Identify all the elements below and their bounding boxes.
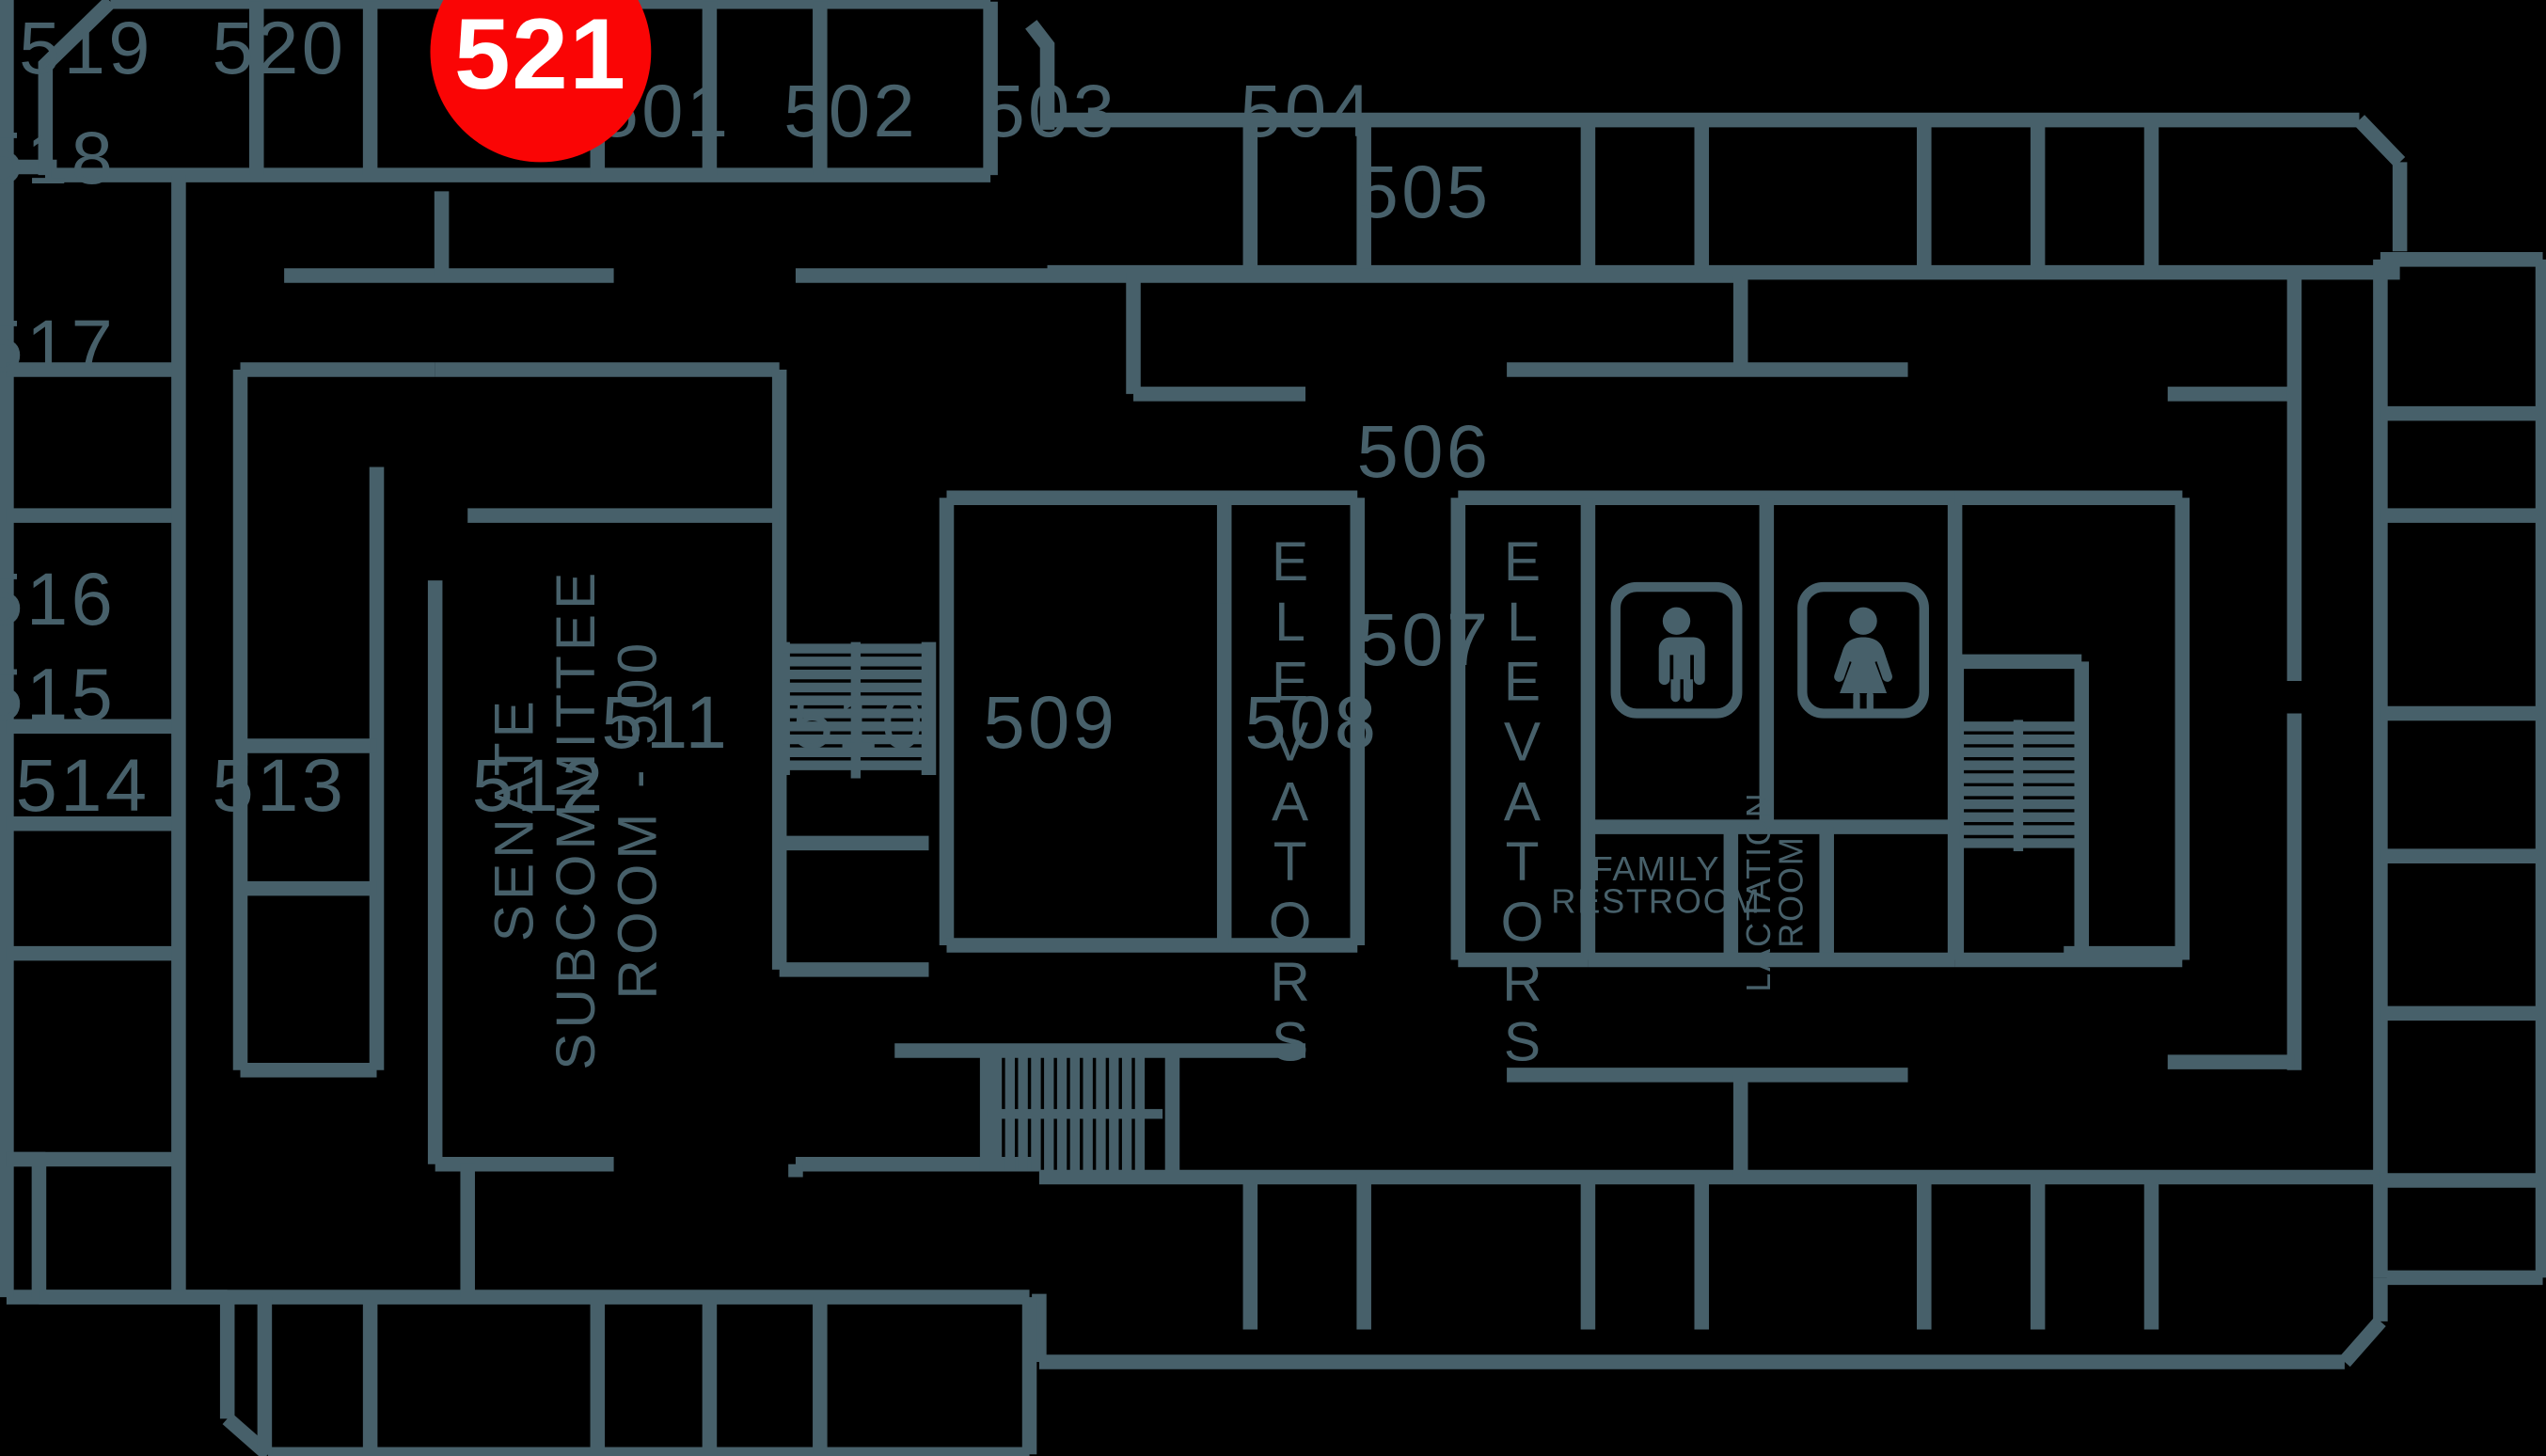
stairs-icon-bottom: [894, 1043, 1306, 1171]
elev-left-l1: E: [1272, 531, 1310, 593]
elev-right-l6: T: [1506, 831, 1542, 893]
elev-left-l9: S: [1272, 1011, 1310, 1072]
elevators-right-label: E L E V A T O R S: [1501, 531, 1545, 1072]
room-label-515: 515: [0, 653, 116, 736]
elev-left-l8: R: [1270, 952, 1311, 1013]
lactation-room-line1: LACTATION: [1739, 791, 1778, 991]
bottom-right-room-band: [1038, 1169, 2380, 1330]
right-room-column: [2373, 259, 2543, 1278]
left-room-column: [6, 175, 186, 1298]
stairs-icon-left: [775, 641, 937, 779]
bottom-left-room-band: [39, 1290, 1030, 1455]
family-restroom-line1: FAMILY: [1592, 849, 1721, 888]
room-label-504: 504: [1240, 69, 1374, 152]
room-label-518: 518: [0, 116, 116, 199]
room-label-514: 514: [16, 743, 150, 827]
elev-right-l2: L: [1507, 592, 1539, 653]
room-label-511: 511: [601, 680, 730, 764]
marker-circle[interactable]: [430, 0, 652, 163]
elev-left-l6: T: [1273, 831, 1309, 893]
room-label-505: 505: [1357, 150, 1492, 233]
elev-left-l2: L: [1274, 592, 1306, 653]
elev-left-l5: A: [1272, 771, 1310, 832]
elev-right-l7: O: [1501, 892, 1545, 953]
senate-subcommittee-room-label: SENATE SUBCOMMITTEE ROOM - 500: [483, 567, 668, 1069]
elev-left-l7: O: [1269, 892, 1313, 953]
room-label-503: 503: [984, 69, 1118, 152]
senate-label-line3: ROOM - 500: [607, 639, 668, 1000]
marker-label: 521: [454, 0, 627, 110]
room-marker-521[interactable]: 521: [430, 0, 652, 163]
room-label-510: 510: [792, 680, 926, 764]
senate-label-line1: SENATE: [483, 696, 545, 942]
room-label-512: 512: [472, 743, 607, 827]
womens-restroom-icon: [1797, 581, 1929, 719]
room-label-517: 517: [0, 304, 116, 388]
elev-right-l5: A: [1504, 771, 1542, 832]
elev-left-l4: V: [1272, 712, 1310, 773]
room-label-520: 520: [213, 6, 347, 89]
senate-label-line2: SUBCOMMITTEE: [546, 567, 607, 1069]
room-label-509: 509: [984, 680, 1118, 764]
misc-partitions: [788, 945, 2295, 1178]
room-label-516: 516: [0, 557, 116, 641]
room-number-labels: 519 520 518 517 516 515 514 513 512 511 …: [0, 6, 1492, 827]
family-restroom-label: FAMILY RESTROOM: [1551, 849, 1761, 921]
room-label-519: 519: [19, 6, 153, 89]
room-label-513: 513: [213, 743, 347, 827]
lactation-room-line2: ROOM: [1771, 835, 1810, 947]
interior-corridor-walls: [284, 191, 2302, 1070]
room-label-506: 506: [1357, 409, 1492, 493]
elev-right-l9: S: [1504, 1011, 1542, 1072]
room-label-502: 502: [783, 69, 918, 152]
elev-right-l8: R: [1502, 952, 1543, 1013]
mens-restroom-icon: [1610, 581, 1743, 719]
stairs-icon-right: [1949, 654, 2090, 954]
elev-left-l3: E: [1272, 652, 1310, 713]
elev-right-l1: E: [1504, 531, 1542, 593]
elevators-left-label: E L E V A T O R S: [1269, 531, 1313, 1072]
room-label-507: 507: [1357, 597, 1492, 681]
lactation-room-label: LACTATION ROOM: [1739, 791, 1811, 991]
elev-right-l4: V: [1504, 712, 1542, 773]
room-label-508: 508: [1245, 680, 1380, 764]
elev-right-l3: E: [1504, 652, 1542, 713]
family-restroom-line2: RESTROOM: [1551, 882, 1761, 921]
senate-room-block: [232, 362, 1039, 1298]
center-block-left: [939, 490, 1366, 953]
